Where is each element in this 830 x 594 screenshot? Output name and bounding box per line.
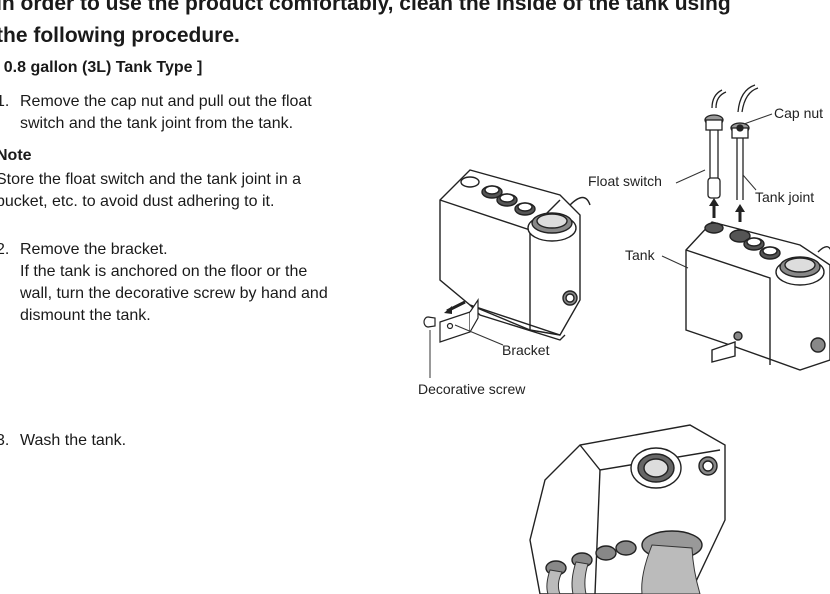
tank-drawing-right: [685, 221, 830, 371]
step-3: 3. Wash the tank.: [0, 430, 196, 452]
step-2-line-4: dismount the tank.: [20, 307, 151, 324]
tank-joint-drawing: [730, 84, 759, 200]
note-line-2: bucket, etc. to avoid dust adhering to i…: [0, 193, 275, 210]
label-cap-nut: Cap nut: [774, 105, 824, 121]
bracket-drawing: [439, 298, 479, 343]
step-3-line-1: Wash the tank.: [20, 432, 127, 449]
step-1-number: 1.: [0, 93, 10, 110]
step-3-number: 3.: [0, 432, 10, 449]
label-tank: Tank: [625, 247, 655, 263]
step-1-line-1: Remove the cap nut and pull out the floa…: [20, 93, 312, 110]
step-2: 2. Remove the bracket. If the tank is an…: [0, 239, 396, 329]
water-streams: [546, 544, 701, 594]
step-2-line-3: wall, turn the decorative screw by hand …: [20, 285, 328, 302]
note-body: Store the float switch and the tank join…: [0, 169, 301, 213]
heading-line-2: the following procedure.: [0, 24, 240, 47]
step-1-line-2: switch and the tank joint from the tank.: [20, 115, 294, 132]
heading-line-1: In order to use the product comfortably,…: [0, 0, 731, 15]
step-2-line-1: Remove the bracket.: [20, 241, 168, 258]
note-line-1: Store the float switch and the tank join…: [0, 171, 302, 188]
section-title: [ 0.8 gallon (3L) Tank Type ]: [0, 59, 203, 76]
tank-drawing-bottom: [529, 424, 726, 594]
label-tank-joint: Tank joint: [755, 189, 815, 205]
tank-drawing-left: [439, 169, 591, 341]
label-float-switch: Float switch: [588, 173, 662, 189]
label-decorative-screw: Decorative screw: [418, 381, 526, 397]
float-switch-drawing: [704, 89, 727, 199]
note-title: Note: [0, 147, 32, 164]
label-bracket: Bracket: [502, 342, 550, 358]
page-heading: In order to use the product comfortably,…: [0, 0, 830, 52]
step-2-number: 2.: [0, 241, 10, 258]
step-2-line-2: If the tank is anchored on the floor or …: [20, 263, 308, 280]
step-1: 1. Remove the cap nut and pull out the f…: [0, 91, 376, 137]
decorative-screw-drawing: [423, 316, 436, 328]
